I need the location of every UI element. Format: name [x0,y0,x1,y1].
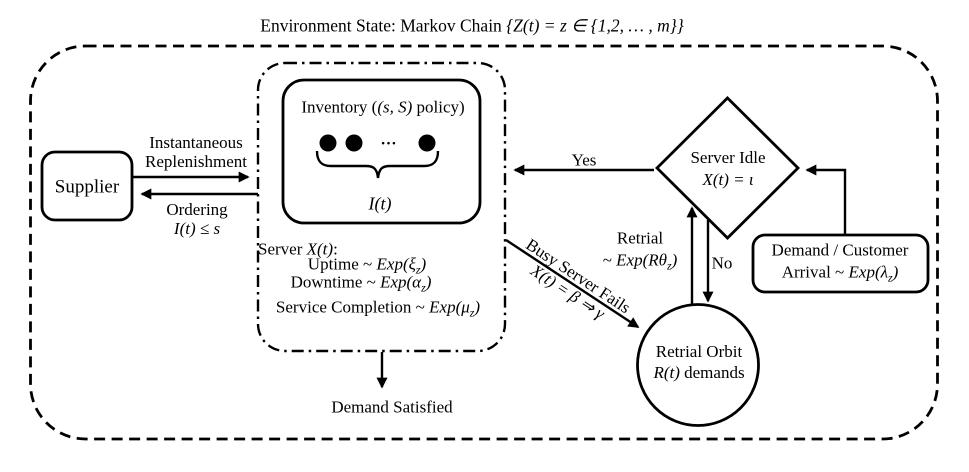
uptime-pre: Uptime ~ [307,254,377,274]
server-state-math: X(t) [306,239,334,259]
server-system-box [256,61,507,353]
server-idle-math: X(t) = ι [702,170,754,189]
server-idle-line1: Server Idle [690,148,766,167]
retrial-orbit-line2: R(t) demands [653,362,744,383]
arrival-sub: z [887,270,893,285]
diagram-title: Environment State: Markov Chain {Z(t) = … [260,15,684,36]
arrival-box [751,233,930,294]
server-state-post: : [333,239,338,259]
ordering-label: Ordering I(t) ≤ s [166,200,227,238]
server-state-label: Server X(t): [258,240,338,259]
inventory-item-dot [418,134,436,152]
arrival-pre: Arrival ~ [781,262,849,282]
downtime-pre: Downtime ~ [290,272,381,292]
arrival-label: Demand / Customer Arrival ~ Exp(λz) [772,239,909,288]
retrial-rate-line1: Retrial [616,228,664,248]
supplier-label: Supplier [54,176,120,198]
retrial-rate-post: ) [671,250,678,270]
replenishment-label: Instantaneous Replenishment [145,133,247,171]
downtime-math: Exp(α [380,272,422,292]
downtime-post: ) [425,272,432,292]
retrial-rate-math: Exp(Rθ [616,250,667,270]
diagram-title-text: Environment State: Markov Chain [260,15,507,36]
inventory-title-post: policy) [412,97,465,117]
yes-label: Yes [571,150,597,170]
uptime-label: Uptime ~ Exp(ξz) [308,254,426,279]
retrial-rate-sub: z [666,258,672,273]
service-post: ) [474,297,481,317]
retrial-orbit-math: R(t) [653,363,680,382]
inventory-item-dot [345,134,363,152]
no-label: No [711,253,733,273]
uptime-sub: z [415,262,421,277]
service-math: Exp(μ [429,297,470,317]
server-idle-diamond [655,96,800,240]
inventory-box [281,78,482,225]
uptime-post: ) [420,254,427,274]
service-sub: z [469,305,475,320]
replenishment-label-line2: Replenishment [145,152,247,171]
retrial-rate-pre: ~ [602,250,617,270]
retrial-rate-label: Retrial ~ Exp(Rθz) [603,227,678,276]
arrival-line1: Demand / Customer [771,240,909,260]
retrial-rate-line2: ~ Exp(Rθz) [603,249,678,276]
downtime-sub: z [421,280,426,295]
arrival-line2: Arrival ~ Exp(λz) [772,261,909,288]
inventory-title-math: (s, S) [377,97,413,117]
retrial-orbit-post: demands [679,363,745,382]
uptime-math: Exp(ξ [376,254,416,274]
service-pre: Service Completion ~ [275,297,430,317]
inventory-title: Inventory ((s, S) policy) [301,98,464,117]
inventory-title-pre: Inventory ( [301,97,378,117]
inventory-ellipsis: … [380,131,398,149]
arrival-post: ) [892,262,899,282]
replenishment-label-line1: Instantaneous [149,133,243,152]
inventory-level-label: I(t) [368,193,392,214]
arrow-busy-fail [505,238,640,329]
inventory-underbrace [315,150,440,179]
server-idle-label: Server Idle X(t) = ι [690,147,765,191]
downtime-label: Downtime ~ Exp(αz) [291,272,432,297]
retrial-orbit-circle [636,303,760,427]
demand-satisfied-label: Demand Satisfied [331,397,453,417]
server-state-pre: Server [258,239,307,259]
environment-boundary [29,44,939,441]
supplier-box [40,150,134,222]
arrival-math: Exp(λ [848,262,888,282]
retrial-orbit-label: Retrial Orbit R(t) demands [653,341,744,383]
service-completion-label: Service Completion ~ Exp(μz) [276,297,480,322]
ordering-label-line1: Ordering [166,200,228,219]
diagram-title-math: {Z(t) = z ∈ {1,2, … , m}} [506,15,684,36]
ordering-label-math: I(t) ≤ s [173,219,221,238]
retrial-orbit-line1: Retrial Orbit [655,342,743,361]
inventory-item-dot [319,134,337,152]
arrow-arrival-to-idle [805,164,847,236]
